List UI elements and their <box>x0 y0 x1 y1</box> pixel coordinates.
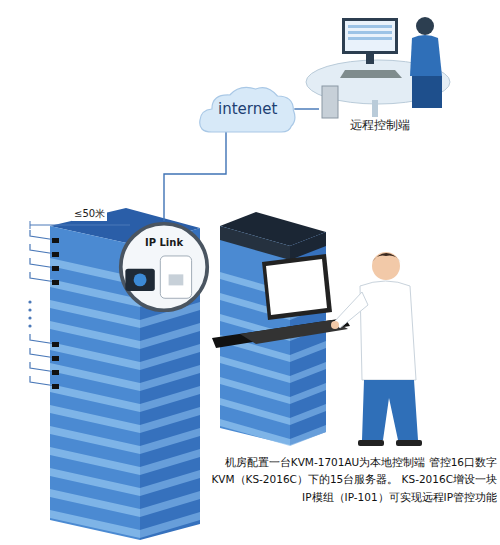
cloud-label: internet <box>218 100 277 118</box>
network-link <box>164 132 226 221</box>
remote-workstation <box>306 17 450 118</box>
console-label: 远程控制端 <box>350 117 410 134</box>
operator <box>331 252 422 446</box>
remote-console: 远程控制端 <box>305 8 455 136</box>
ip-module-callout: IP Link <box>118 221 210 313</box>
dimension-label: ≤50米 <box>72 207 107 221</box>
cloud-node: internet <box>198 84 297 134</box>
caption: 机房配置一台KVM-1701AU为本地控制端 管控16口数字KVM（KS-201… <box>203 452 497 508</box>
network-link <box>294 108 319 109</box>
local-laptop <box>212 254 350 348</box>
module-label: IP Link <box>145 237 183 248</box>
magnifier-circle <box>118 221 210 313</box>
